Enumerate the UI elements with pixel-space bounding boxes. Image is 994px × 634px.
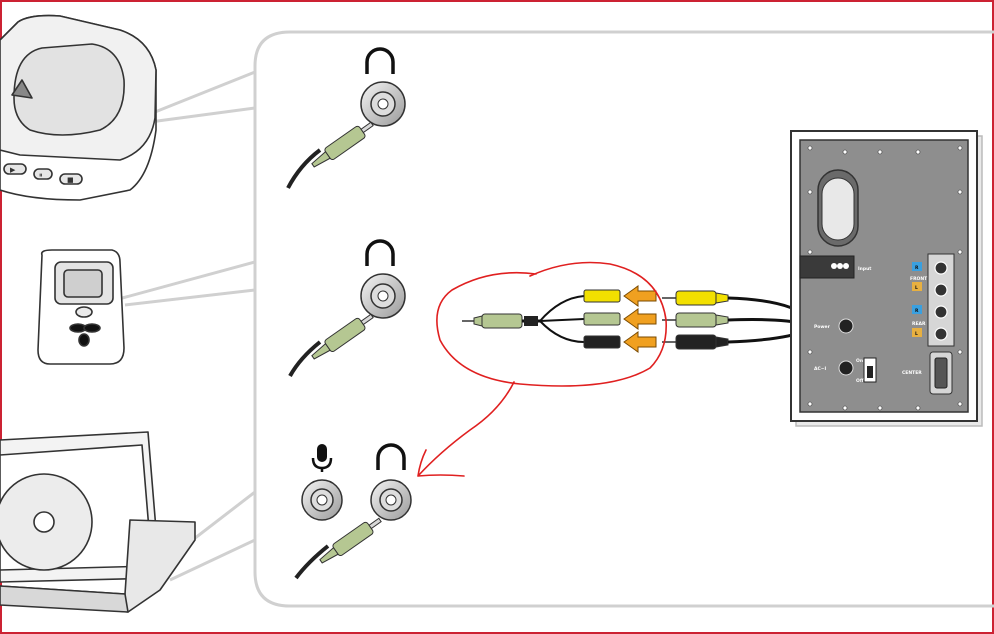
splitter-yellow-socket	[583, 289, 621, 303]
pause-icon: ⏸	[39, 171, 43, 179]
cd-headphone-jack	[360, 81, 406, 127]
mp3-headphone-jack	[360, 273, 406, 319]
rear-l-label: L	[915, 331, 918, 337]
play-icon: ▶	[10, 166, 16, 174]
ac-label: AC~I	[814, 366, 827, 372]
laptop-headphone-icon	[376, 443, 406, 470]
arrow-black	[623, 331, 657, 353]
speaker-input-plugs	[662, 290, 729, 350]
splitter-green-socket	[583, 312, 621, 326]
mp3-audio-plug	[311, 313, 374, 360]
laptop-mic-jack	[301, 479, 343, 521]
on-label: On	[856, 358, 863, 364]
splitter-black-socket	[583, 335, 621, 349]
arrow-yellow	[623, 285, 657, 307]
mp3-headphone-icon	[365, 239, 395, 266]
mp3-plug-cable	[288, 340, 322, 377]
laptop-audio-plug	[319, 517, 382, 564]
cd-headphone-icon	[365, 47, 395, 74]
microphone-icon	[311, 444, 333, 472]
speaker-back-panel	[790, 130, 983, 427]
rear-label: REAR	[912, 321, 926, 327]
insert-arrows	[623, 285, 657, 353]
input-label: Input	[858, 266, 872, 272]
connection-panel	[253, 30, 994, 608]
cd-player-device	[0, 14, 157, 201]
stop-icon: ■	[67, 176, 74, 184]
laptop-device	[0, 431, 196, 613]
front-l-label: L	[915, 285, 918, 291]
power-label: Power	[814, 324, 831, 330]
mp3-player-device	[37, 249, 125, 365]
annotation-arrow	[417, 381, 515, 477]
splitter-cable	[462, 289, 621, 349]
annotation-circle	[436, 261, 667, 387]
front-r-label: R	[915, 265, 919, 271]
off-label: Off	[856, 378, 864, 384]
arrow-green	[623, 308, 657, 330]
rear-r-label: R	[915, 308, 919, 314]
front-label: FRONT	[910, 276, 928, 282]
laptop-plug-cable	[294, 544, 330, 580]
cd-plug-cable	[286, 148, 322, 189]
cd-audio-plug	[311, 121, 374, 168]
laptop-headphone-jack	[370, 479, 412, 521]
center-label: CENTER	[902, 370, 922, 376]
